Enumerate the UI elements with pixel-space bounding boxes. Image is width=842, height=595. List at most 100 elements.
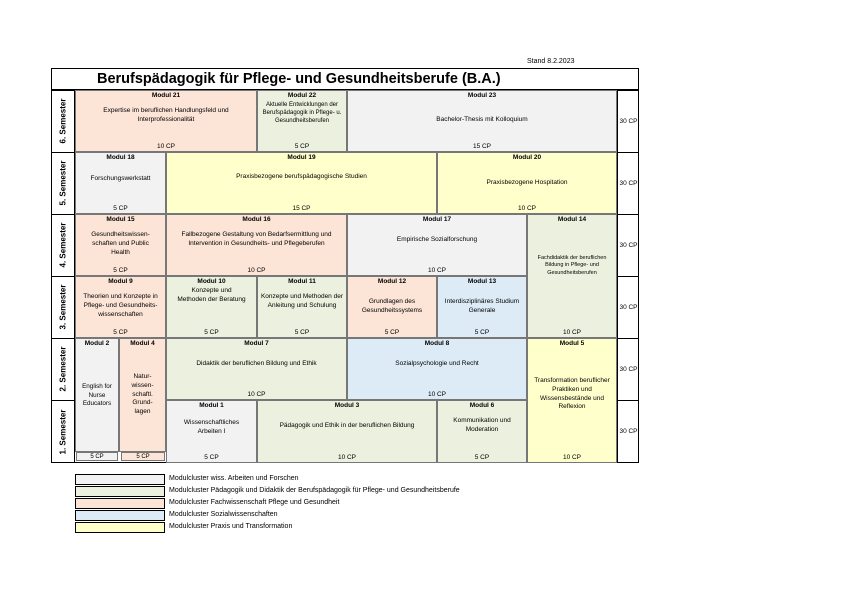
module-cp: 5 CP — [113, 329, 128, 336]
module-title: Modul 10 — [197, 278, 226, 285]
legend-swatch — [75, 522, 165, 533]
module-4-cp: 5 CP — [121, 452, 165, 461]
module-title: Modul 23 — [467, 92, 497, 99]
stand-date: Stand 8.2.2023 — [527, 58, 575, 65]
semester-label: 6. Semester — [51, 90, 75, 152]
legend-item: Modulcluster Praxis und Transformation — [75, 522, 635, 533]
semester-cp: 30 CP — [617, 152, 639, 214]
module-cp: 10 CP — [337, 454, 357, 461]
semester-label: 3. Semester — [51, 276, 75, 338]
legend-item: Modulcluster Sozialwissenschaften — [75, 510, 635, 521]
semester-label: 5. Semester — [51, 152, 75, 214]
module-title: Modul 12 — [377, 278, 407, 285]
module-14: Modul 14 Fachdidaktik der beruflichen Bi… — [527, 214, 617, 338]
module-desc: Fachdidaktik der beruflichen Bildung in … — [537, 255, 607, 276]
module-desc: Didaktik der beruflichen Bildung und Eth… — [196, 360, 317, 367]
module-title: Modul 3 — [334, 402, 360, 409]
module-cp: 10 CP — [156, 143, 176, 150]
semester-cp: 30 CP — [617, 90, 639, 152]
legend-label: Modulcluster Praxis und Transformation — [169, 523, 293, 530]
module-desc: Aktuelle Entwicklungen der Berufspädagog… — [262, 102, 342, 125]
module-desc: Konzepte und Methoden der Beratung — [177, 287, 246, 303]
legend-swatch — [75, 474, 165, 485]
module-5: Modul 5 Transformation beruflicher Prakt… — [527, 338, 617, 463]
module-title: Modul 1 — [199, 402, 224, 409]
module-title: Modul 6 — [469, 402, 495, 409]
module-desc: Praxisbezogene berufspädagogische Studie… — [236, 173, 367, 180]
legend-swatch — [75, 510, 165, 521]
legend-label: Modulcluster Fachwissenschaft Pflege und… — [169, 499, 340, 506]
module-title: Modul 8 — [424, 340, 450, 347]
module-desc: Theorien und Konzepte in Pflege- und Ges… — [83, 293, 158, 318]
module-title: Modul 11 — [288, 278, 316, 285]
module-2-cp: 5 CP — [76, 452, 118, 461]
module-3: Modul 3 Pädagogik und Ethik in der beruf… — [257, 400, 437, 463]
module-desc: Konzepte und Methoden der Anleitung und … — [260, 293, 344, 309]
module-cp: 5 CP — [294, 329, 310, 336]
module-desc: Sozialpsychologie und Recht — [395, 360, 479, 367]
module-title: Modul 13 — [467, 278, 497, 285]
module-cp: 5 CP — [204, 329, 219, 336]
semester-label: 2. Semester — [51, 338, 75, 400]
module-title: Modul 18 — [106, 154, 135, 161]
module-1: Modul 1 Wissenschaftliches Arbeiten I 5 … — [166, 400, 257, 463]
module-cp: 5 CP — [113, 205, 128, 212]
module-6: Modul 6 Kommunikation und Moderation 5 C… — [437, 400, 527, 463]
module-title: Modul 16 — [242, 216, 271, 223]
page-title: Berufspädagogik für Pflege- und Gesundhe… — [51, 68, 639, 90]
legend-swatch — [75, 486, 165, 497]
module-4: Modul 4 Natur-wissen-schaftl. Grund-lage… — [119, 338, 166, 452]
semester-cp: 30 CP — [617, 338, 639, 400]
semester-cp: 30 CP — [617, 214, 639, 276]
module-23: Modul 23 Bachelor-Thesis mit Kolloquium … — [347, 90, 617, 152]
semester-cp: 30 CP — [617, 400, 639, 463]
module-2: Modul 2 English for Nurse Educators — [75, 338, 119, 452]
module-cp: 10 CP — [427, 267, 447, 274]
module-desc: Natur-wissen-schaftl. Grund-lagen — [131, 373, 154, 416]
module-13: Modul 13 Interdisziplinäres Studium Gene… — [437, 276, 527, 338]
module-title: Modul 19 — [287, 154, 316, 161]
module-desc: Transformation beruflicher Praktiken und… — [534, 377, 610, 411]
module-title: Modul 14 — [557, 216, 587, 223]
module-15: Modul 15 Gesundheitswissen-schaften und … — [75, 214, 166, 276]
module-desc: Empirische Sozialforschung — [396, 236, 478, 243]
legend-item: Modulcluster wiss. Arbeiten und Forschen — [75, 474, 635, 485]
module-cp: 10 CP — [562, 329, 582, 336]
module-desc: Expertise im beruflichen Handlungsfeld u… — [103, 107, 229, 123]
module-cp: 10 CP — [427, 391, 447, 398]
module-11: Modul 11 Konzepte und Methoden der Anlei… — [257, 276, 347, 338]
module-21: Modul 21 Expertise im beruflichen Handlu… — [75, 90, 257, 152]
module-title: Modul 7 — [244, 340, 269, 347]
module-desc: Kommunikation und Moderation — [453, 417, 511, 433]
module-title: Modul 21 — [151, 92, 181, 99]
module-title: Modul 4 — [130, 340, 155, 347]
module-cp: 5 CP — [474, 454, 490, 461]
module-desc: Grundlagen des Gesundheitssystems — [361, 298, 423, 314]
module-desc: Praxisbezogene Hospitation — [486, 179, 568, 186]
module-desc: Bachelor-Thesis mit Kolloquium — [436, 116, 528, 123]
legend-item: Modulcluster Pädagogik und Didaktik der … — [75, 486, 635, 497]
module-desc: Gesundheitswissen-schaften und Public He… — [91, 231, 150, 256]
semester-cp: 30 CP — [617, 276, 639, 338]
module-19: Modul 19 Praxisbezogene berufspädagogisc… — [166, 152, 437, 214]
module-9: Modul 9 Theorien und Konzepte in Pflege-… — [75, 276, 166, 338]
module-desc: English for Nurse Educators — [82, 383, 112, 407]
module-cp: 5 CP — [136, 454, 150, 460]
module-12: Modul 12 Grundlagen des Gesundheitssyste… — [347, 276, 437, 338]
module-title: Modul 2 — [84, 340, 110, 347]
module-desc: Interdisziplinäres Studium Generale — [444, 298, 520, 314]
module-title: Modul 9 — [108, 278, 133, 285]
module-cp: 5 CP — [113, 267, 128, 274]
module-title: Modul 15 — [106, 216, 135, 223]
semester-label: 1. Semester — [51, 400, 75, 463]
module-cp: 5 CP — [474, 329, 490, 336]
module-20: Modul 20 Praxisbezogene Hospitation 10 C… — [437, 152, 617, 214]
module-cp: 10 CP — [562, 454, 582, 461]
module-10: Modul 10 Konzepte und Methoden der Berat… — [166, 276, 257, 338]
module-cp: 5 CP — [90, 454, 104, 460]
module-title: Modul 22 — [287, 92, 317, 99]
legend-label: Modulcluster wiss. Arbeiten und Forschen — [169, 475, 299, 482]
legend-item: Modulcluster Fachwissenschaft Pflege und… — [75, 498, 635, 509]
module-title: Modul 17 — [422, 216, 452, 223]
module-17: Modul 17 Empirische Sozialforschung 10 C… — [347, 214, 527, 276]
